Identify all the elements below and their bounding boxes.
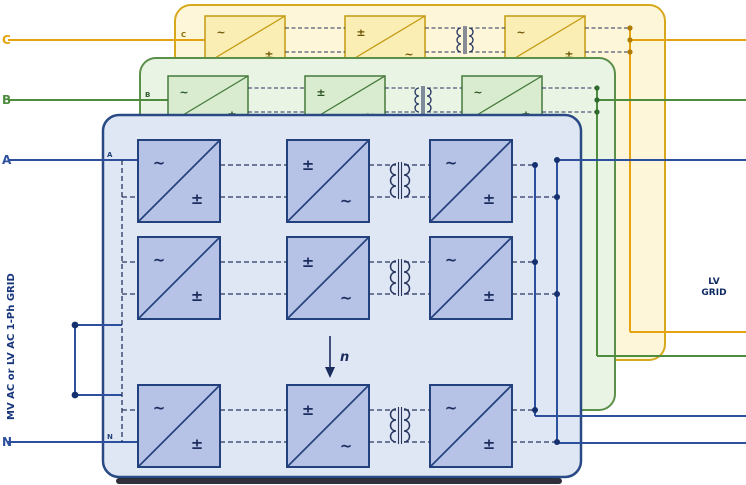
converter-block-acdc: ~ ± (137, 139, 221, 223)
dc-symbol: ± (316, 86, 325, 99)
converter-block-dcac: ± ~ (286, 139, 370, 223)
converter-diagonal (137, 139, 221, 223)
ac-symbol: ~ (153, 154, 166, 172)
converter-block-acdc: ~ ± (204, 15, 286, 65)
grid-terminal-dot (71, 321, 79, 329)
mv-grid-label: MV AC or LV AC 1-Ph GRID (6, 273, 17, 420)
junction-dot (627, 37, 633, 43)
phase-b-edge-label: B (2, 93, 11, 107)
ac-symbol: ~ (473, 86, 482, 99)
converter-block-acdc: ~ ± (429, 384, 513, 468)
converter-diagonal (344, 15, 426, 65)
ac-symbol: ~ (179, 86, 188, 99)
junction-dot (554, 194, 560, 200)
converter-diagonal (137, 384, 221, 468)
dc-symbol: ± (483, 190, 496, 208)
dc-symbol: ± (302, 401, 315, 419)
transformer (456, 26, 474, 54)
dc-symbol: ± (264, 48, 273, 61)
junction-dot (594, 109, 600, 115)
transformer (389, 407, 411, 444)
converter-diagonal (429, 236, 513, 320)
converter-block-dcac: ± ~ (286, 236, 370, 320)
ac-symbol: ~ (445, 399, 458, 417)
converter-block-acdc: ~ ± (429, 236, 513, 320)
phase-a-inner-label: A (107, 151, 113, 159)
ac-symbol: ~ (340, 437, 353, 455)
dc-symbol: ± (191, 190, 204, 208)
phase-c-edge-label: C (2, 33, 11, 47)
converter-diagonal (137, 236, 221, 320)
neutral-edge-label: N (2, 435, 12, 449)
converter-diagonal (429, 384, 513, 468)
panel-shadow (116, 478, 562, 484)
ac-symbol: ~ (216, 26, 225, 39)
transformer-coil (403, 163, 411, 198)
converter-diagonal (286, 139, 370, 223)
neutral-inner-label: N (107, 433, 113, 441)
junction-dot (532, 259, 538, 265)
transformer (414, 86, 432, 114)
transformer-coil (468, 27, 474, 53)
dc-symbol: ± (191, 435, 204, 453)
transformer-coil (389, 408, 397, 443)
junction-dot (594, 97, 600, 103)
ac-symbol: ~ (445, 251, 458, 269)
dc-symbol: ± (356, 26, 365, 39)
transformer (389, 162, 411, 199)
transformer-coil (403, 260, 411, 295)
junction-dot (554, 157, 560, 163)
junction-dot (554, 439, 560, 445)
ac-symbol: ~ (404, 48, 413, 61)
dc-symbol: ± (483, 287, 496, 305)
arrow-head (325, 367, 335, 378)
junction-dot (594, 85, 600, 91)
transformer-coil (389, 260, 397, 295)
phase-a-edge-label: A (2, 153, 12, 167)
converter-diagonal (286, 384, 370, 468)
dc-symbol: ± (483, 435, 496, 453)
transformer (389, 259, 411, 296)
grid-terminal-dot (71, 391, 79, 399)
converter-block-acdc: ~ ± (504, 15, 586, 65)
lv-grid-label-line2: GRID (701, 288, 726, 298)
transformer-coil (389, 163, 397, 198)
dc-symbol: ± (302, 253, 315, 271)
ac-symbol: ~ (153, 399, 166, 417)
junction-dot (627, 49, 633, 55)
dc-symbol: ± (302, 156, 315, 174)
module-count-label: n (340, 350, 349, 365)
ac-symbol: ~ (445, 154, 458, 172)
transformer-coil (403, 408, 411, 443)
converter-block-acdc: ~ ± (137, 236, 221, 320)
converter-diagonal (204, 15, 286, 65)
lv-grid-label-line1: LV (708, 277, 719, 287)
ac-symbol: ~ (340, 289, 353, 307)
phase-c-inner-label: C (181, 31, 186, 39)
transformer-coil (426, 87, 432, 113)
phase-a-panel-group: A N ~ ± ± ~ ~ ± (8, 113, 746, 479)
converter-diagonal (429, 139, 513, 223)
transformer-coil (456, 27, 462, 53)
converter-diagonal (504, 15, 586, 65)
module-count-arrow: n (325, 336, 349, 378)
converter-block-dcac: ± ~ (344, 15, 426, 65)
dc-symbol: ± (191, 287, 204, 305)
transformer-coil (414, 87, 420, 113)
junction-dot (627, 25, 633, 31)
junction-dot (532, 162, 538, 168)
ac-symbol: ~ (340, 192, 353, 210)
junction-dot (532, 407, 538, 413)
ac-symbol: ~ (516, 26, 525, 39)
dc-symbol: ± (564, 48, 573, 61)
converter-block-acdc: ~ ± (137, 384, 221, 468)
phase-b-inner-label: B (145, 91, 150, 99)
converter-block-dcac: ± ~ (286, 384, 370, 468)
converter-diagonal (286, 236, 370, 320)
ac-symbol: ~ (153, 251, 166, 269)
junction-dot (554, 291, 560, 297)
converter-block-acdc: ~ ± (429, 139, 513, 223)
